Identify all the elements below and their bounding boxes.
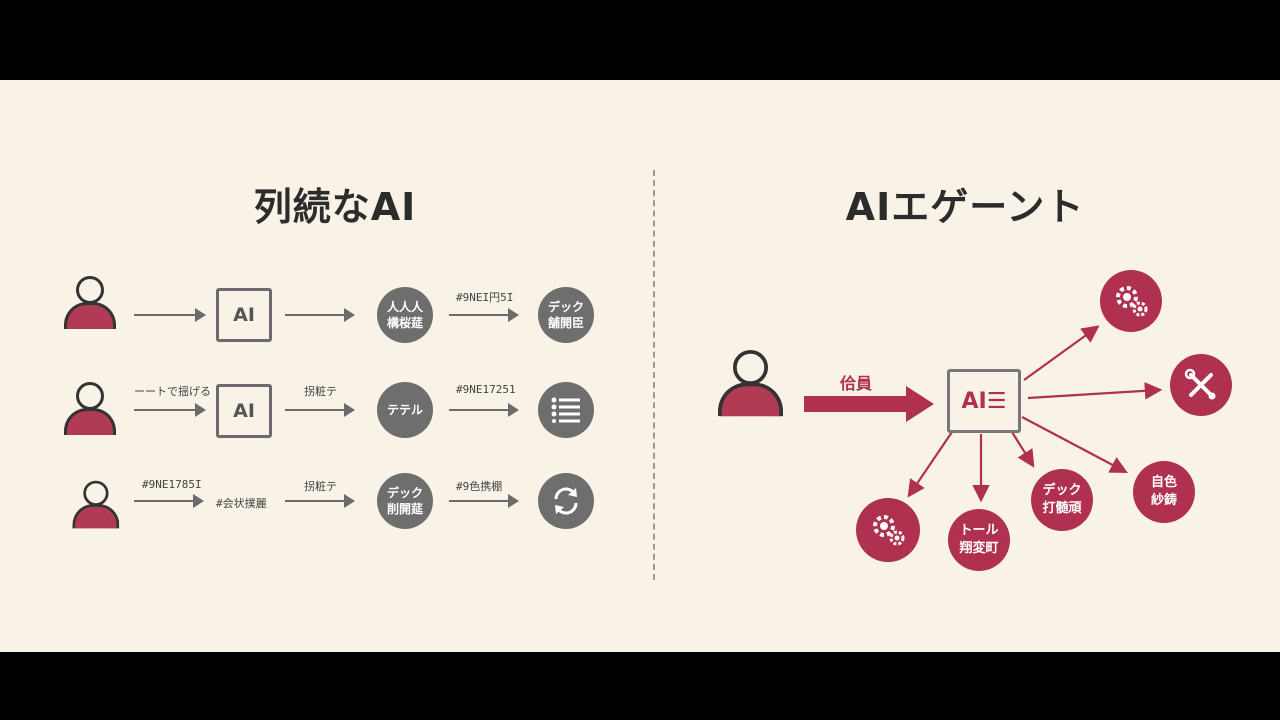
node-line: 自色 <box>1150 475 1177 490</box>
arrow-label: #9NE17251 <box>456 383 516 396</box>
mid-label: #会状撲麗 <box>216 497 267 510</box>
circle-line: デック <box>547 300 584 314</box>
refresh-icon <box>554 487 578 515</box>
arrow-to-node <box>1011 431 1035 468</box>
arrow-label: #9NE1785I <box>142 478 202 491</box>
left-title: 列続なAI <box>253 185 417 229</box>
node-text: 自色 紗鋳 <box>1133 461 1195 523</box>
arrow-to-gears <box>1023 325 1100 381</box>
arrow <box>134 308 206 322</box>
process-circle: テテル <box>377 382 433 438</box>
agent-arrows <box>804 325 1163 503</box>
gears-icon <box>1116 286 1148 317</box>
circle-line: 削開莚 <box>386 502 423 516</box>
process-circle: デック 削開莚 <box>377 473 433 529</box>
arrow-label: 拐粧テ <box>304 385 337 398</box>
ai-box: AI <box>216 288 272 342</box>
node-gears <box>856 498 920 562</box>
result-circle: デック 舗開臣 <box>538 287 594 343</box>
arrow <box>285 494 355 508</box>
user-icon <box>718 350 783 418</box>
node-text: トール 翔変町 <box>948 509 1010 571</box>
user-icon <box>64 276 116 330</box>
process-circle: 人人人 構桜莚 <box>377 287 433 343</box>
arrow-label: 拐粧テ <box>304 480 337 493</box>
circle-line: 構桜莚 <box>386 316 423 330</box>
arrow-label: #9色携棚 <box>456 480 503 493</box>
node-tools <box>1170 354 1232 416</box>
arrow-to-gears <box>907 431 953 498</box>
ai-box: AI <box>216 384 272 438</box>
circle-line: デック <box>386 486 423 500</box>
input-arrow <box>804 386 934 422</box>
right-title: AIエゲーント <box>845 185 1085 229</box>
arrow <box>285 403 355 417</box>
diagram-canvas: 列続なAI AIエゲーント AI 人人人 構桜莚 #9NEI円5I デック 舗開… <box>0 80 1280 652</box>
node-line: 翔変町 <box>959 541 999 556</box>
arrow-to-tools <box>1027 382 1163 400</box>
node-line: デック <box>1042 483 1082 498</box>
arrow-label: ーートで揺げる <box>134 385 211 398</box>
circle-line: テテル <box>386 403 423 417</box>
node-line: 打髄頑 <box>1042 501 1082 516</box>
list-icon <box>551 397 580 423</box>
arrow-to-node <box>1021 416 1128 474</box>
arrow <box>449 308 519 322</box>
refresh-circle <box>538 473 594 529</box>
circle-line: 舗開臣 <box>547 316 584 330</box>
arrow <box>285 308 355 322</box>
node-gears <box>1100 270 1162 332</box>
circle-line: 人人人 <box>386 300 423 314</box>
tools-icon <box>1184 368 1216 400</box>
arrow <box>134 494 204 508</box>
input-label: 佮員 <box>840 374 873 393</box>
arrow <box>449 403 519 417</box>
arrow <box>134 403 206 417</box>
node-line: 紗鋳 <box>1150 493 1177 508</box>
arrow <box>449 494 519 508</box>
section-divider <box>653 170 655 580</box>
node-line: トール <box>959 523 999 538</box>
node-text: デック 打髄頑 <box>1031 469 1093 531</box>
arrow-label: #9NEI円5I <box>456 291 514 304</box>
list-circle <box>538 382 594 438</box>
ai-agent-box: AI☰ <box>947 369 1021 433</box>
gears-icon <box>873 515 905 546</box>
